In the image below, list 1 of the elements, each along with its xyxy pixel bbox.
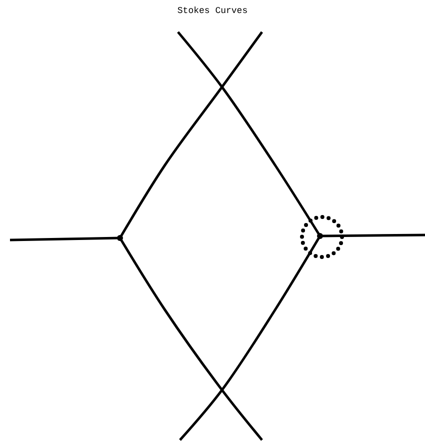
title: Stokes Curves	[176, 6, 249, 16]
